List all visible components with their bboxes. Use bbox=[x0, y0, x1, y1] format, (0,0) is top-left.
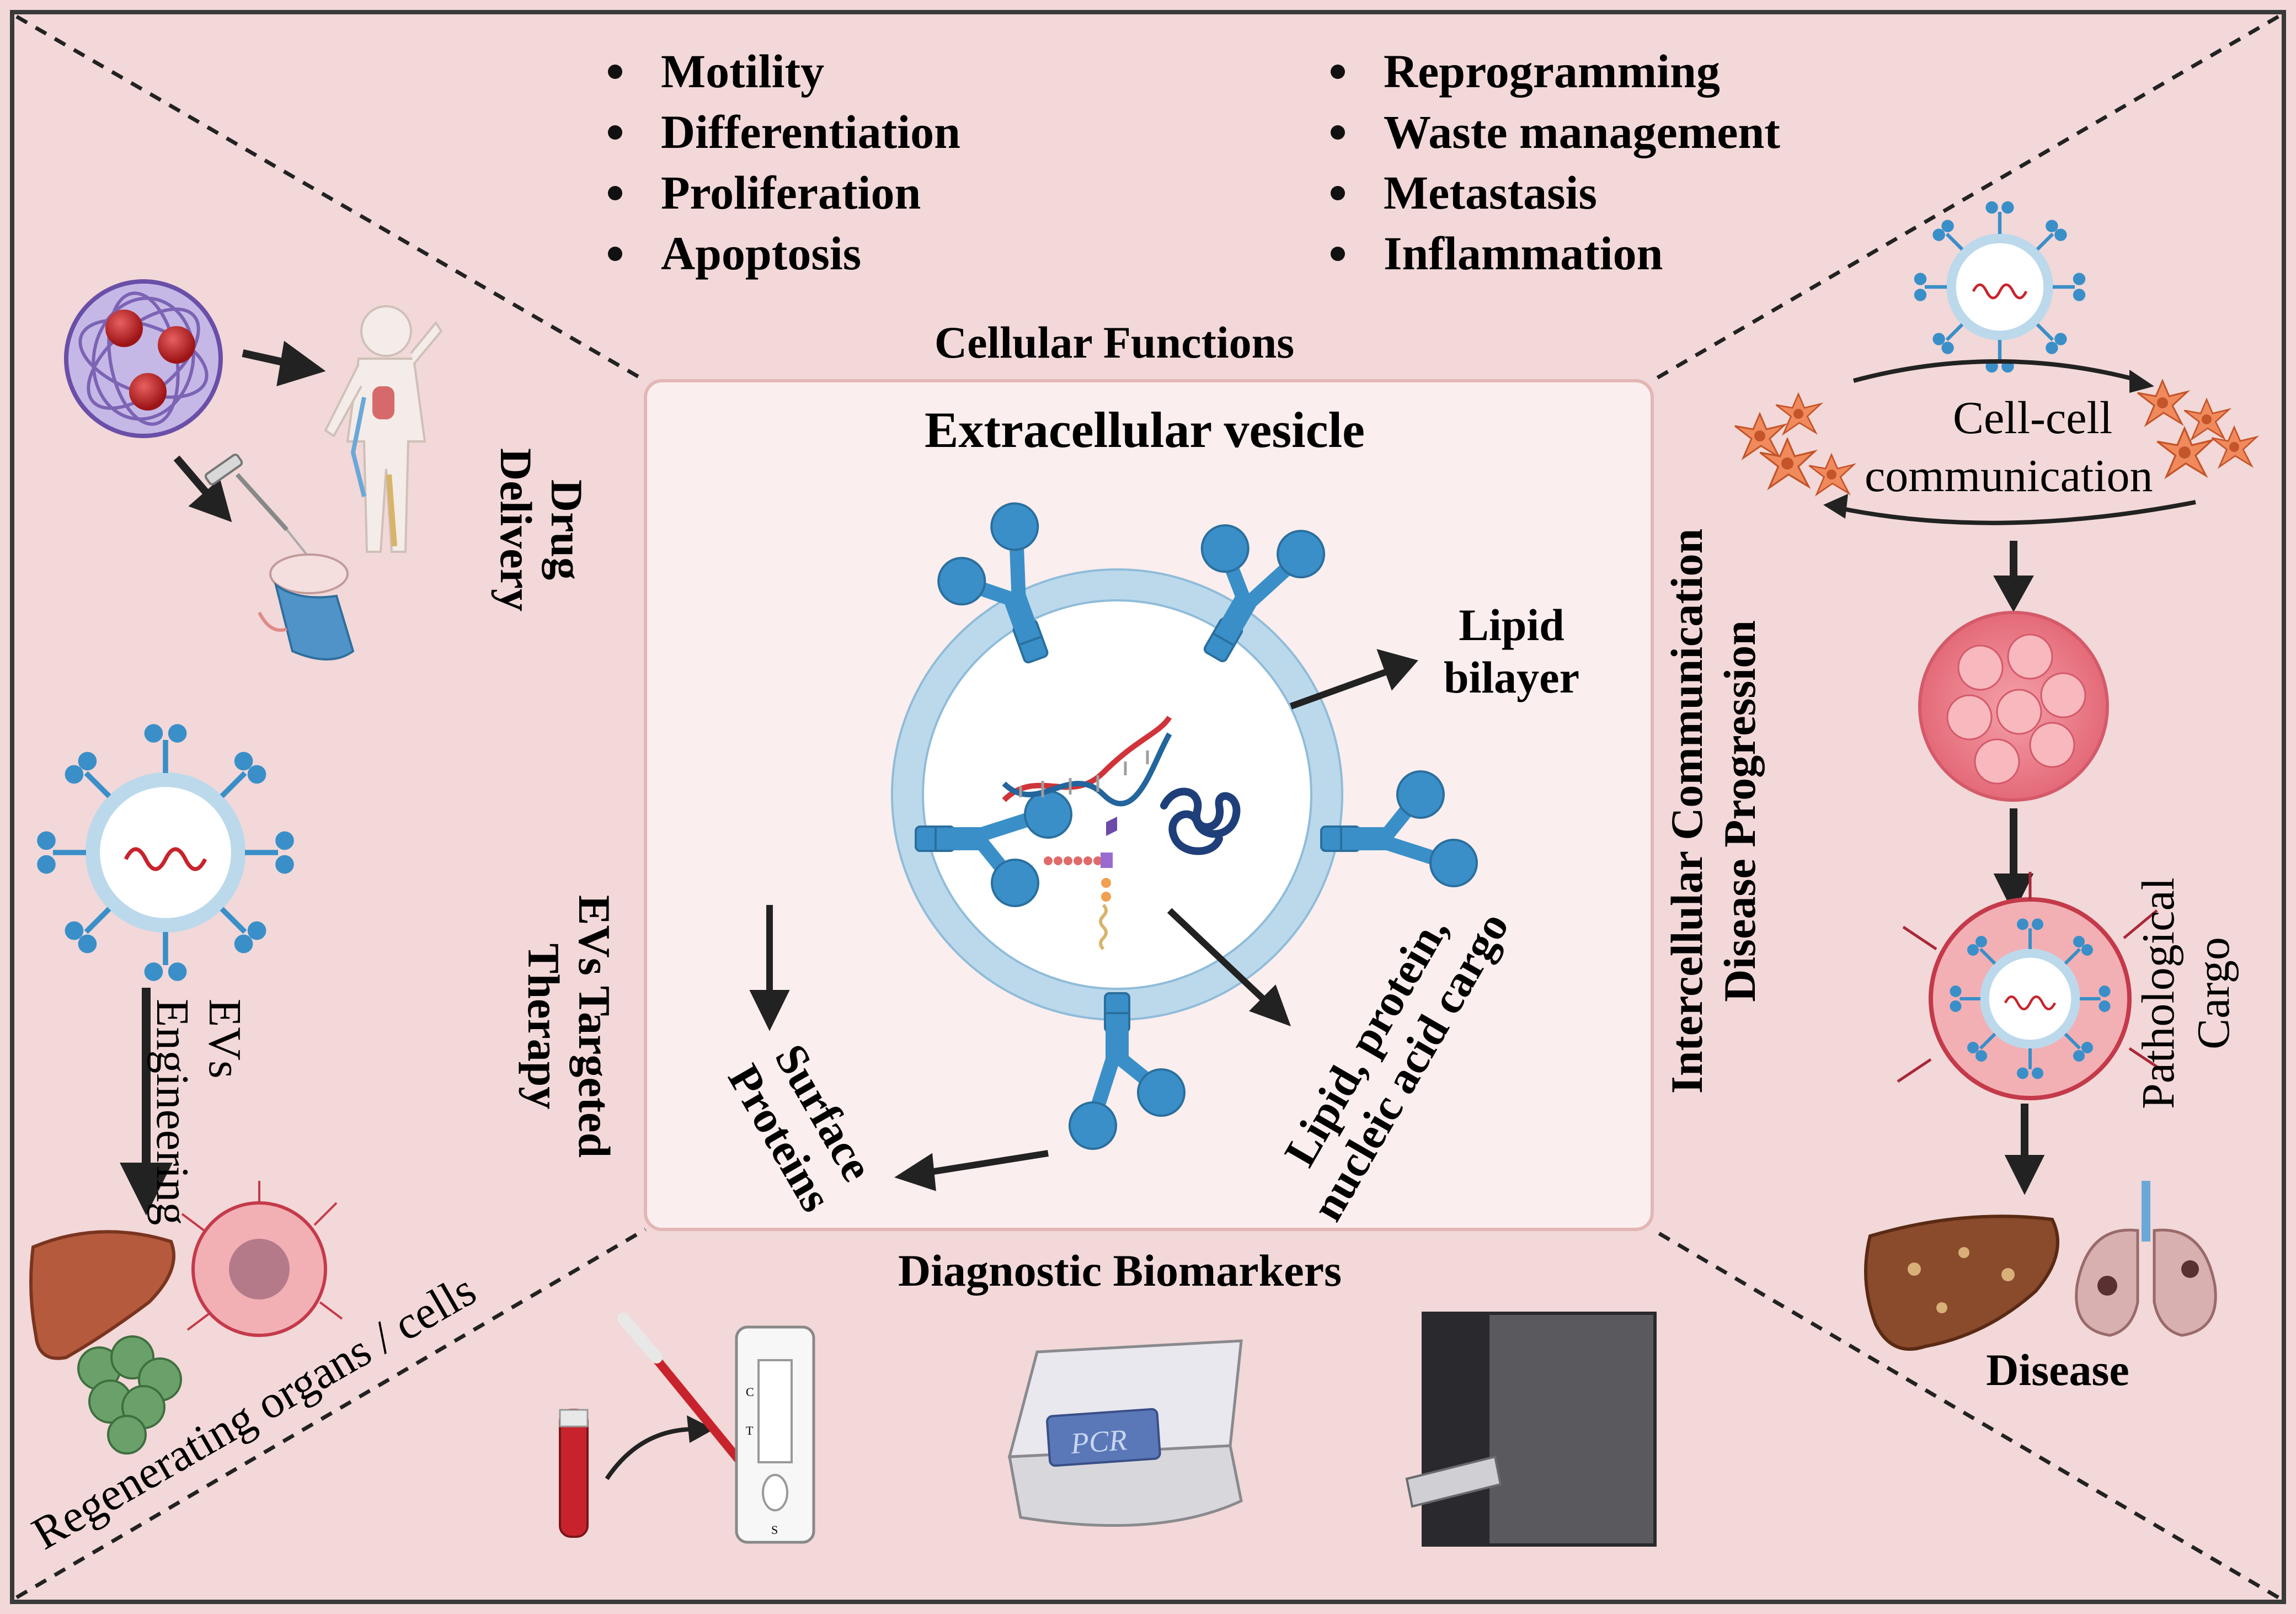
tumor-tissue-icon bbox=[181, 1181, 343, 1337]
cellular-functions-heading: Cellular Functions bbox=[935, 317, 1294, 367]
cell-communication-arrowheads bbox=[1823, 370, 2154, 519]
diseased-liver-icon bbox=[1864, 1215, 2059, 1351]
function-item: Differentiation bbox=[661, 105, 960, 158]
sequencer-machine-icon bbox=[1405, 1312, 1657, 1547]
tumor-cell-mass-icon bbox=[1918, 611, 2109, 802]
strip-mark-c: C bbox=[746, 1385, 754, 1399]
disease-label: Disease bbox=[1986, 1345, 2129, 1395]
lung-tissue-icon bbox=[77, 1335, 182, 1455]
cellular-functions-right-list: Reprogramming Waste management Metastasi… bbox=[1331, 45, 1780, 280]
pathological-ev-icon bbox=[1897, 872, 2164, 1100]
drug-delivery-label-line1: Drug bbox=[542, 480, 592, 580]
intercellular-communication-label: Intercellular Communication bbox=[1662, 529, 1712, 1094]
strip-mark-t: T bbox=[746, 1424, 754, 1437]
engineering-arrow bbox=[120, 988, 173, 1216]
lipid-bilayer-label-line2: bilayer bbox=[1444, 652, 1579, 702]
function-item: Proliferation bbox=[661, 166, 921, 219]
test-strip-icon: C T S bbox=[735, 1325, 815, 1544]
lipid-bilayer-label-line1: Lipid bbox=[1459, 600, 1564, 650]
function-item: Reprogramming bbox=[1384, 45, 1720, 98]
cell-communication-arrows bbox=[1836, 359, 2196, 525]
function-item: Metastasis bbox=[1384, 166, 1597, 219]
evs-engineering-label-line2: Engineering bbox=[147, 999, 198, 1226]
dna-helix-icon bbox=[1002, 716, 1172, 807]
right-flow-arrows bbox=[1993, 541, 2045, 1195]
strip-mark-s: S bbox=[771, 1523, 778, 1537]
function-item: Inflammation bbox=[1384, 227, 1663, 280]
sample-arrow bbox=[605, 1415, 714, 1480]
drug-delivery-label-line2: Delivery bbox=[491, 448, 541, 611]
dashed-dividers bbox=[15, 14, 2279, 1600]
human-body-icon bbox=[324, 305, 443, 553]
evs-engineering-label-line1: EVs bbox=[199, 999, 250, 1079]
diseased-lungs-icon bbox=[2075, 1181, 2217, 1337]
cell-cell-label: Cell-cell bbox=[1953, 392, 2112, 444]
cellular-functions-left-list: Motility Differentiation Proliferation A… bbox=[608, 45, 960, 280]
injection-mouse-icon bbox=[204, 454, 355, 660]
protein-icon bbox=[1160, 787, 1241, 855]
communication-label: communication bbox=[1865, 450, 2153, 502]
nanoparticle-icon bbox=[64, 279, 223, 438]
pcr-label: PCR bbox=[1069, 1423, 1128, 1460]
outer-frame bbox=[10, 10, 2286, 1604]
function-item: Waste management bbox=[1384, 105, 1780, 158]
evs-targeted-therapy-label-line1: EVs Targeted bbox=[569, 895, 620, 1158]
cargo-label: Cargo bbox=[2188, 937, 2239, 1050]
liver-icon bbox=[29, 1230, 175, 1360]
center-arrows bbox=[749, 649, 1418, 1191]
blood-tube-icon bbox=[559, 1409, 589, 1538]
pcr-machine-icon: PCR bbox=[1007, 1339, 1243, 1527]
evs-targeted-therapy-label-line2: Therapy bbox=[519, 944, 569, 1110]
left-arrows-drug bbox=[173, 340, 326, 523]
pathological-label: Pathological bbox=[2133, 877, 2184, 1109]
ev-vesicle bbox=[891, 568, 1343, 1021]
disease-progression-label: Disease Progression bbox=[1715, 620, 1765, 1002]
function-item: Apoptosis bbox=[661, 227, 861, 280]
ev-title: Extracellular vesicle bbox=[925, 402, 1365, 458]
lipid-chain-icon bbox=[1044, 817, 1117, 951]
diagnostic-biomarkers-heading: Diagnostic Biomarkers bbox=[898, 1245, 1342, 1296]
function-item: Motility bbox=[661, 45, 824, 98]
